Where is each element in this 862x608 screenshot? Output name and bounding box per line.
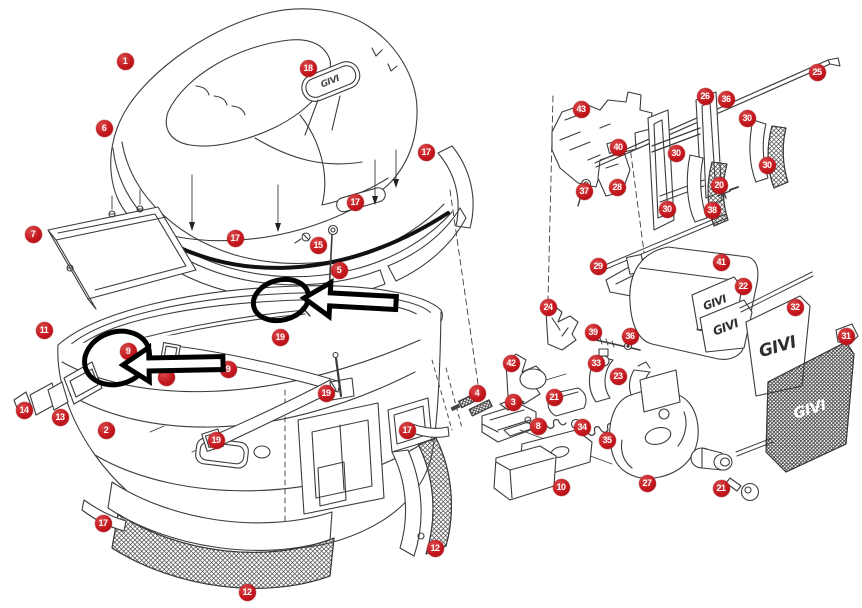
callout-14: 14: [15, 401, 33, 419]
callout-5: 5: [330, 261, 348, 279]
callout-18: 18: [299, 59, 317, 77]
callout-10: 10: [552, 478, 570, 496]
callout-42: 42: [502, 354, 520, 372]
callout-22: 22: [734, 277, 752, 295]
callout-11: 11: [35, 321, 53, 339]
callout-9: 9: [219, 360, 237, 378]
callout-27: 27: [638, 474, 656, 492]
callout-34: 34: [573, 418, 591, 436]
callout-13: 13: [51, 408, 69, 426]
callout-37: 37: [575, 182, 593, 200]
callout-28: 28: [608, 178, 626, 196]
callout-17: 17: [398, 421, 416, 439]
callout-38: 38: [703, 201, 721, 219]
callout-2: 2: [97, 421, 115, 439]
callout-25: 25: [808, 63, 826, 81]
callout-17: 17: [94, 514, 112, 532]
callout-26: 26: [696, 87, 714, 105]
rail-assembly: [595, 58, 840, 272]
callout-6: 6: [95, 119, 113, 137]
callout-9: 9: [119, 342, 137, 360]
callout-7: 7: [24, 225, 42, 243]
callout-21: 21: [712, 479, 730, 497]
tray-part: [48, 190, 196, 309]
callout-3: 3: [504, 393, 522, 411]
callout-17: 17: [346, 193, 364, 211]
callout-obscured: [157, 368, 175, 386]
callout-30: 30: [758, 156, 776, 174]
callout-4: 4: [468, 384, 486, 402]
callout-19: 19: [271, 328, 289, 346]
callout-21: 21: [545, 388, 563, 406]
callout-17: 17: [226, 229, 244, 247]
callout-41: 41: [712, 253, 730, 271]
backplate-assembly: [546, 247, 858, 472]
callout-19: 19: [317, 384, 335, 402]
callout-20: 20: [710, 176, 728, 194]
callout-29: 29: [589, 257, 607, 275]
callout-30: 30: [738, 109, 756, 127]
callout-15: 15: [309, 236, 327, 254]
lock-assembly: [450, 190, 759, 501]
callout-19: 19: [207, 431, 225, 449]
callout-8: 8: [529, 417, 547, 435]
callout-35: 35: [598, 431, 616, 449]
callout-12: 12: [426, 539, 444, 557]
callout-39: 39: [584, 323, 602, 341]
callout-24: 24: [539, 298, 557, 316]
callout-32: 32: [786, 298, 804, 316]
callout-36: 36: [621, 327, 639, 345]
callout-23: 23: [609, 367, 627, 385]
callout-30: 30: [658, 200, 676, 218]
callout-33: 33: [587, 354, 605, 372]
callout-36: 36: [717, 90, 735, 108]
reflector-strips: [82, 360, 462, 588]
callout-30: 30: [667, 144, 685, 162]
callout-40: 40: [609, 138, 627, 156]
callout-43: 43: [572, 100, 590, 118]
callout-12: 12: [238, 583, 256, 601]
callout-1: 1: [116, 52, 134, 70]
callout-17: 17: [417, 143, 435, 161]
callout-31: 31: [837, 327, 855, 345]
